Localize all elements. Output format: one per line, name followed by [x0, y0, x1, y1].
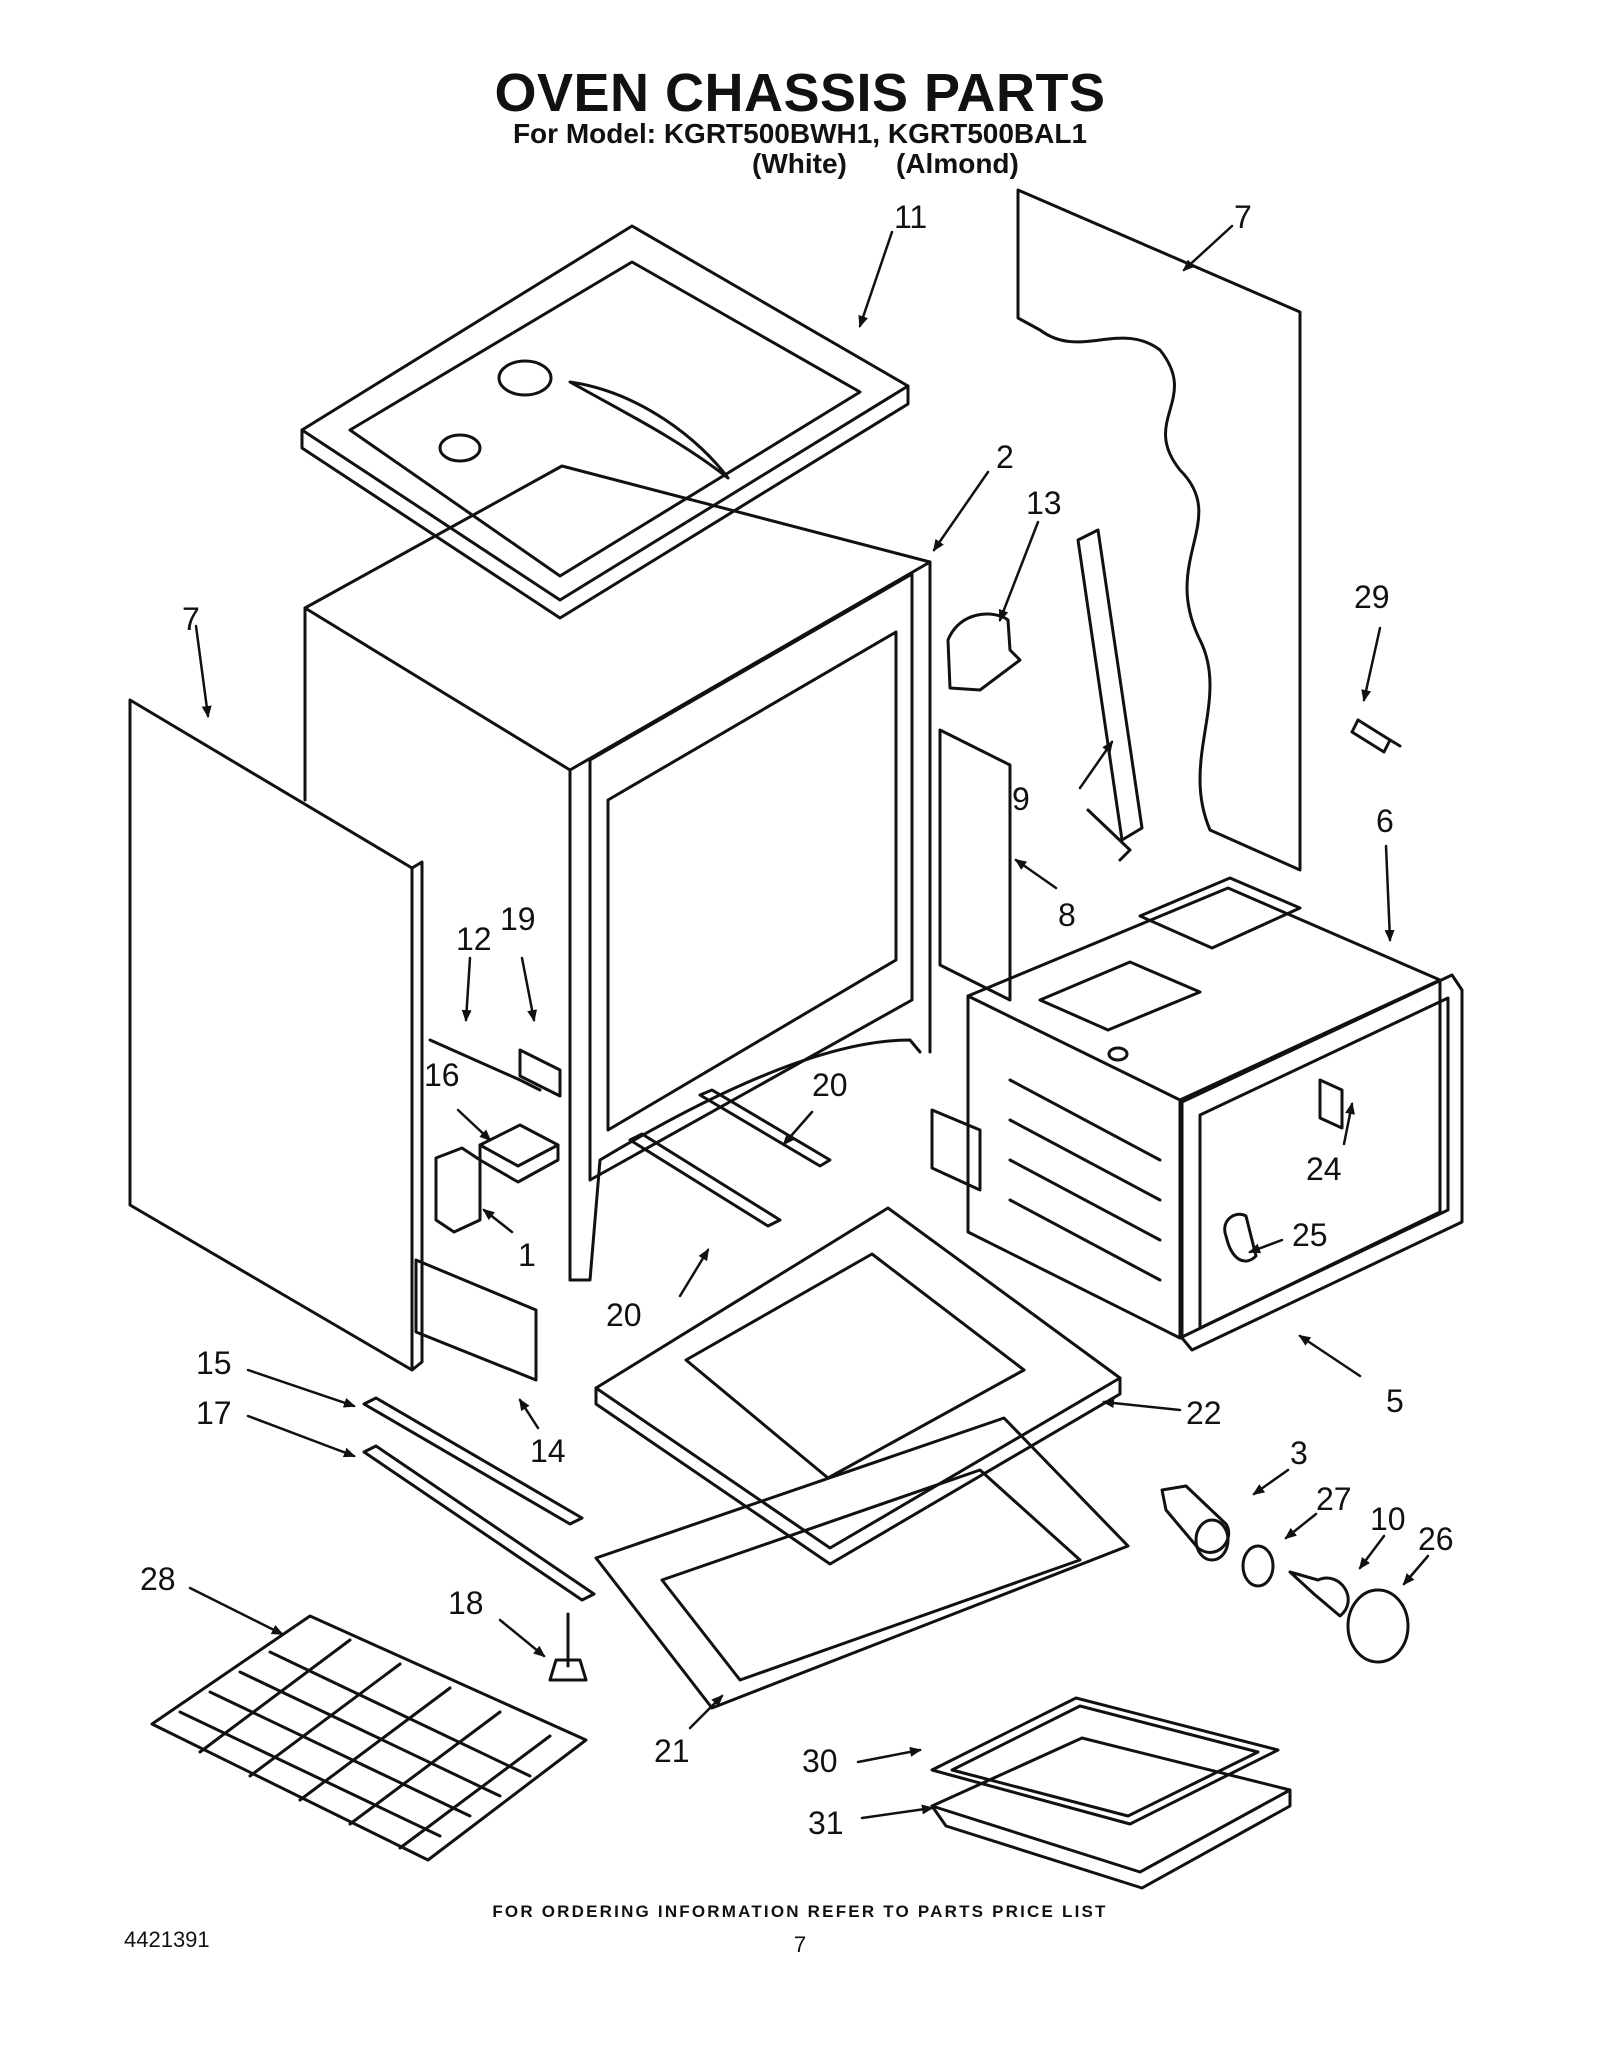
bracket-24: [1318, 1078, 1344, 1130]
lower-vent-panel: [414, 1258, 538, 1382]
light-lens: [1346, 1588, 1410, 1664]
rack-slide-17: [362, 1444, 596, 1602]
callout-14: 14: [530, 1433, 566, 1469]
control-board: [478, 1123, 560, 1184]
page-number: 7: [793, 1932, 807, 1957]
callout-2: 2: [996, 439, 1014, 475]
callout-25: 25: [1292, 1217, 1328, 1253]
leader-lines: [188, 224, 1430, 1820]
leveling-leg: [548, 1612, 588, 1682]
callout-15: 15: [196, 1345, 232, 1381]
page-title: OVEN CHASSIS PARTS: [494, 63, 1106, 123]
callout-24: 24: [1306, 1151, 1342, 1187]
ordering-note: FOR ORDERING INFORMATION REFER TO PARTS …: [492, 1902, 1108, 1921]
callout-16: 16: [424, 1057, 460, 1093]
variant-white-label: (White): [752, 148, 847, 179]
callout-22: 22: [1186, 1395, 1222, 1431]
callout-12: 12: [456, 921, 492, 957]
callout-30: 30: [802, 1743, 838, 1779]
rear-support-channel: [1076, 528, 1144, 862]
document-number: 4421391: [124, 1927, 210, 1952]
callout-20-lower: 20: [606, 1297, 642, 1333]
rear-insulation-panel: [1016, 188, 1302, 872]
cooktop-top-panel: [300, 224, 910, 620]
callout-31: 31: [808, 1805, 844, 1841]
callout-5: 5: [1386, 1383, 1404, 1419]
broiler-pan-grid: [930, 1696, 1280, 1826]
callout-19: 19: [500, 901, 536, 937]
oven-rack: [150, 1614, 588, 1862]
variant-almond-label: (Almond): [896, 148, 1019, 179]
callout-11: 11: [894, 199, 927, 235]
callout-9: 9: [1012, 781, 1030, 817]
callout-6: 6: [1376, 803, 1394, 839]
callout-21: 21: [654, 1733, 690, 1769]
callout-18: 18: [448, 1585, 484, 1621]
callout-20-upper: 20: [812, 1067, 848, 1103]
callout-labels: 11 7 7 2 13 29 9 8 6 12 19 16 1 20 20 24…: [140, 199, 1454, 1841]
temperature-sensor: [1350, 718, 1402, 754]
vent-duct: [946, 612, 1022, 692]
mounting-plate: [930, 1108, 982, 1192]
rail-20-lower: [628, 1132, 782, 1228]
callout-3: 3: [1290, 1435, 1308, 1471]
callout-7-left: 7: [182, 601, 200, 637]
callout-27: 27: [1316, 1481, 1352, 1517]
light-housing: [1160, 1484, 1231, 1562]
oven-bottom: [594, 1206, 1122, 1566]
callout-26: 26: [1418, 1521, 1454, 1557]
callout-29: 29: [1354, 579, 1390, 615]
model-subtitle: For Model: KGRT500BWH1, KGRT500BAL1: [512, 118, 1088, 149]
callout-17: 17: [196, 1395, 232, 1431]
light-socket: [1223, 1212, 1258, 1263]
callout-28: 28: [140, 1561, 176, 1597]
relay-component: [434, 1146, 482, 1234]
callout-10: 10: [1370, 1501, 1406, 1537]
rear-bracket: [938, 728, 1012, 1002]
oven-front-frame: [1180, 973, 1464, 1352]
wire-harness-bracket: [428, 1038, 562, 1098]
oven-cavity: [966, 876, 1442, 1340]
callout-13: 13: [1026, 485, 1062, 521]
callout-8: 8: [1058, 897, 1076, 933]
broiler-pan: [930, 1736, 1292, 1890]
callout-1: 1: [518, 1237, 536, 1273]
light-bulb: [1288, 1570, 1350, 1618]
rack-slide-15: [362, 1396, 584, 1526]
light-gasket: [1241, 1544, 1275, 1588]
callout-7-rear: 7: [1234, 199, 1252, 235]
left-side-panel: [128, 698, 424, 1372]
main-chassis-frame: [303, 464, 932, 1282]
rail-20-upper: [698, 1088, 832, 1168]
bottom-drip-tray: [594, 1416, 1130, 1710]
